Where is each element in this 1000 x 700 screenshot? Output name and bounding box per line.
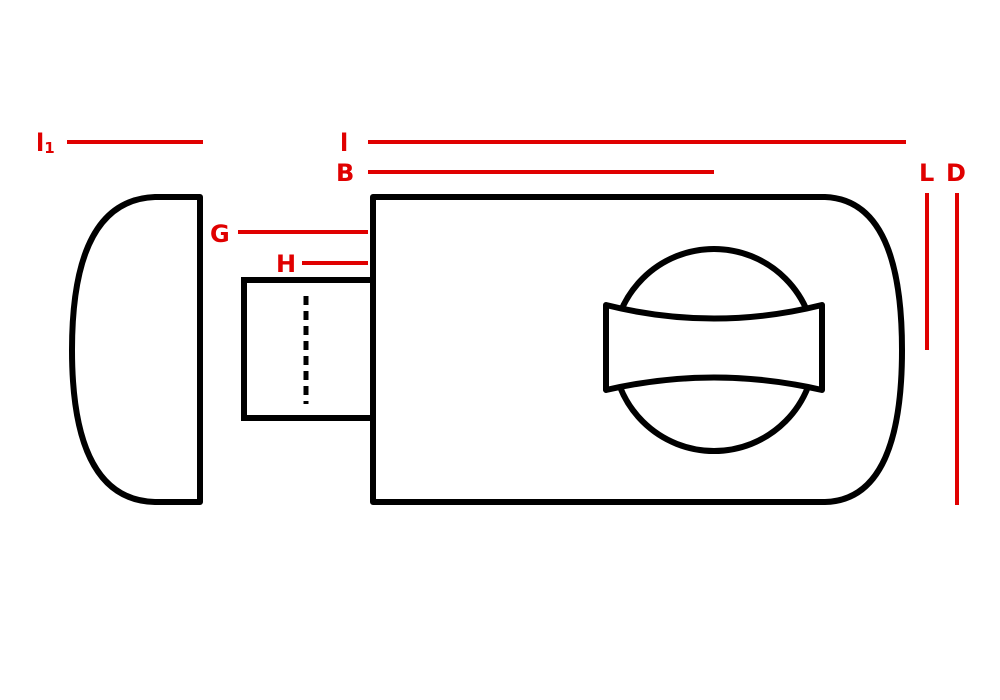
- label-d: D: [946, 159, 966, 187]
- label-b: B: [336, 159, 355, 187]
- turn-handle: [603, 302, 825, 393]
- lock-body: [370, 194, 905, 505]
- strike-plate: [69, 194, 203, 505]
- label-l1: l1: [36, 129, 55, 157]
- label-g: G: [210, 220, 230, 248]
- label-L: L: [919, 159, 935, 187]
- label-l: l: [340, 129, 349, 157]
- label-h: H: [276, 250, 297, 278]
